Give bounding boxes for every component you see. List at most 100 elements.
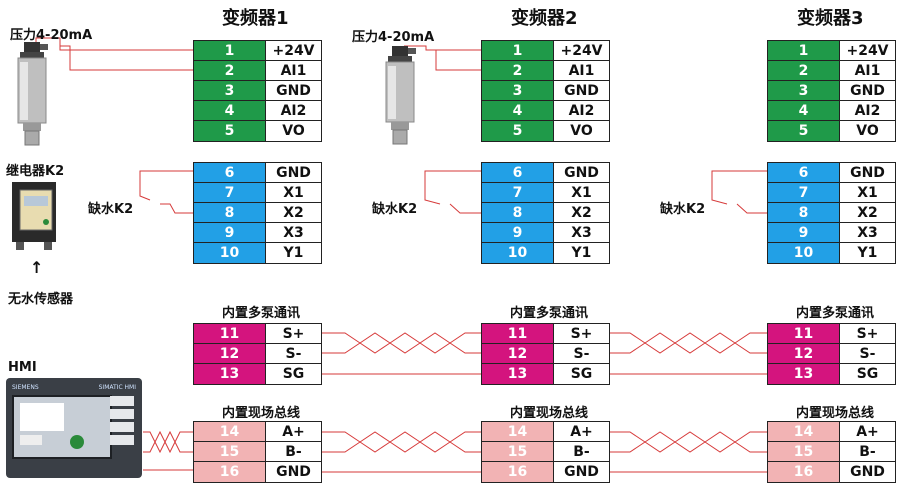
terminal-num: 3 [768,81,840,100]
terminal-label: S+ [856,325,879,342]
terminal-label: Y1 [571,245,592,261]
terminal-label: X2 [283,204,304,221]
terminal-label: AI1 [568,62,595,79]
terminal-label: GND [850,164,885,181]
terminal-num: 12 [482,344,554,363]
wire-k2-2-gnd [424,170,481,205]
terminal-num: 6 [768,163,840,182]
water-sensor-label: 无水传感器 [8,292,74,307]
terminal-num: 2 [482,61,554,80]
pressure-sensor-icon [17,42,48,146]
terminal-label: VO [570,123,593,139]
terminal-num: 15 [482,442,554,461]
terminal-num: 4 [768,101,840,120]
terminal-label: SG [856,366,879,382]
terminal-num: 9 [194,223,266,242]
terminal-num: 9 [768,223,840,242]
hmi-label: HMI [8,360,37,375]
terminal-label: A+ [570,423,593,440]
terminal-num: 14 [768,422,840,441]
terminal-label: X3 [857,224,878,241]
terminal-num: 1 [194,41,266,60]
terminal-label: GND [564,164,599,181]
wire-k2-3-gnd [711,170,767,205]
terminal-num: 11 [768,324,840,343]
terminal-label: +24V [560,42,603,59]
terminal-label: GND [850,464,885,480]
terminal-label: X3 [571,224,592,241]
terminal-num: 10 [482,243,554,263]
terminal-label: AI2 [568,102,595,119]
wire-bus-1-2-a [322,431,481,453]
wire-k2-1-x2 [160,203,193,214]
terminal-num: 13 [768,364,840,384]
terminal-num: 5 [482,121,554,141]
wire-k2-1-gnd [139,170,193,201]
wire-k2-3-x2 [736,203,767,214]
terminal-num: 5 [194,121,266,141]
wire-k2-2-x2 [449,203,481,214]
terminal-label: VO [282,123,305,139]
wire-bus-2-3-a [610,431,767,453]
vfd1-comm-title: 内置多泵通讯 [222,306,301,321]
terminal-num: 13 [194,364,266,384]
wire-bus-1-2-b [322,431,481,453]
wire-comm-1-2-a [322,332,481,354]
terminal-label: X1 [571,184,592,201]
terminal-num: 7 [768,183,840,202]
terminal-num: 13 [482,364,554,384]
terminal-num: 3 [194,81,266,100]
terminal-num: 10 [768,243,840,263]
terminal-num: 3 [482,81,554,100]
terminal-num: 16 [482,462,554,482]
terminal-num: 7 [194,183,266,202]
hmi-brand: SIEMENS [12,384,39,391]
terminal-num: 5 [768,121,840,141]
terminal-num: 15 [194,442,266,461]
terminal-label: X2 [571,204,592,221]
vfd1-bus-title: 内置现场总线 [222,406,301,421]
terminal-num: 2 [768,61,840,80]
terminal-num: 14 [194,422,266,441]
terminal-label: GND [564,464,599,480]
terminal-num: 7 [482,183,554,202]
wire-bus-2-3-b [610,431,767,453]
k2-label-3: 缺水K2 [660,202,706,217]
terminal-num: 2 [194,61,266,80]
vfd2-bus-title: 内置现场总线 [510,406,589,421]
wire-sensor2-24v [404,45,481,51]
terminal-num: 14 [482,422,554,441]
vfd3-comm-title: 内置多泵通讯 [796,306,875,321]
terminal-num: 4 [194,101,266,120]
terminal-label: GND [276,464,311,480]
terminal-label: Y1 [857,245,878,261]
terminal-label: X2 [857,204,878,221]
terminal-num: 9 [482,223,554,242]
terminal-label: AI2 [280,102,307,119]
terminal-label: B- [573,443,590,460]
sensor1-label: 压力4-20mA [10,28,93,43]
terminal-label: GND [276,82,311,99]
hmi-panel: SIEMENS SIMATIC HMI [6,378,142,478]
terminal-label: GND [564,82,599,99]
pressure-sensor-icon [385,46,416,145]
terminal-label: SG [282,366,305,382]
terminal-label: B- [285,443,302,460]
terminal-num: 16 [768,462,840,482]
terminal-label: GND [276,164,311,181]
wire-sensor2-ai1 [426,49,481,71]
vfd2-title: 变频器2 [511,8,578,29]
vfd2-bus-terminals: 14 A+ 15 B- 16 GND [481,421,610,483]
terminal-num: 1 [482,41,554,60]
vfd3-title: 变频器3 [797,8,864,29]
terminal-num: 1 [768,41,840,60]
